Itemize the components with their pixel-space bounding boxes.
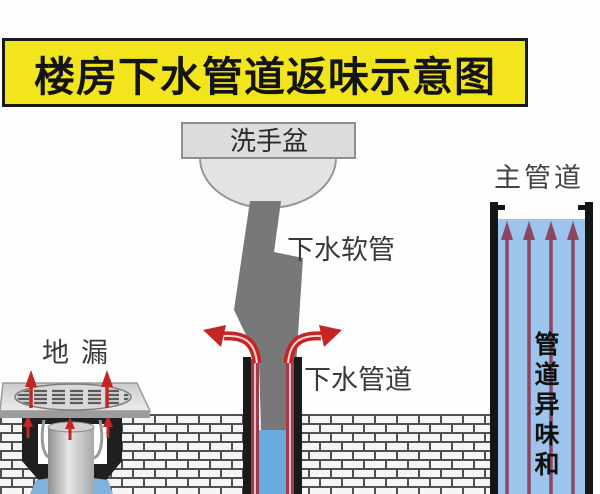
- main-pipe-rim-left: [498, 205, 505, 210]
- wash-basin-shape: [181, 122, 356, 209]
- main-pipe-rim-right: [578, 205, 585, 210]
- grate-slots: [17, 389, 129, 405]
- drain-hose-label: 下水软管: [287, 235, 395, 265]
- right-odor-arrowhead: [319, 325, 342, 347]
- plate-front-edge: [0, 411, 150, 418]
- main-pipe-wall-left: [490, 202, 498, 494]
- drain-pipe-wall-right: [294, 357, 302, 494]
- drain-pipe-label: 下水管道: [304, 365, 412, 395]
- drain-bottom-water-left: [30, 478, 50, 494]
- left-odor-arrowhead: [203, 325, 226, 347]
- main-pipe-odor-arrows: [501, 221, 579, 494]
- floor-drain-shape: [0, 370, 152, 494]
- floor-drain-odor-arrows: [25, 370, 113, 408]
- odor-escape-arrows: [203, 325, 342, 364]
- page-title: 楼房下水管道返味示意图: [34, 53, 496, 100]
- drain-water: [259, 430, 286, 494]
- basin-bowl: [198, 157, 338, 209]
- drain-pipe-shape: [243, 357, 302, 494]
- drain-hose-shape: [234, 201, 303, 430]
- title-banner: 楼房下水管道返味示意图: [2, 38, 528, 107]
- main-pipe-label: 主管道: [494, 163, 584, 193]
- main-pipe-interior: [498, 219, 585, 494]
- under-grate-arrows: [23, 415, 113, 440]
- seal-wire-right: [93, 419, 104, 460]
- basin-counter: [181, 122, 356, 159]
- pipe-lining-left-highlight: [254, 359, 256, 494]
- main-pipe-wall-right: [585, 202, 593, 494]
- drain-pipe-wall-left: [243, 357, 251, 494]
- floor-drain-label: 地漏: [42, 338, 120, 368]
- wash-basin-label: 洗手盆: [229, 126, 308, 156]
- main-pipe-vertical-caption: 管道异味和: [531, 331, 559, 481]
- main-pipe-shape: [490, 202, 593, 494]
- pipe-lining-right-highlight: [289, 359, 291, 494]
- drain-bottom-water-right: [93, 478, 113, 494]
